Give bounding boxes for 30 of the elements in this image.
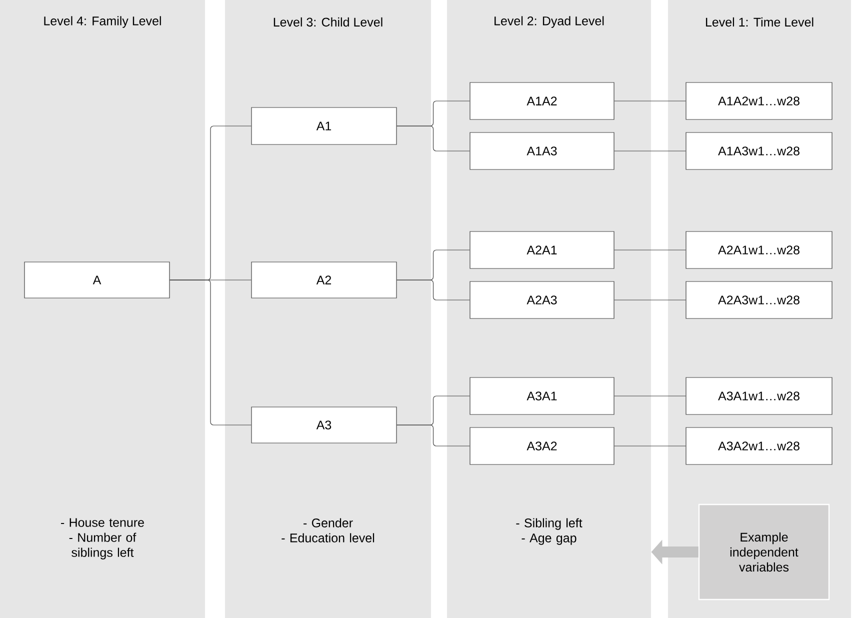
connector-line [614, 100, 686, 102]
unit-box: A2A3w1…w28 [686, 281, 832, 319]
unit-box: A3A1 [470, 377, 614, 415]
column-heading: Level 2: Dyad Level [494, 16, 604, 28]
unit-box: A1A2w1…w28 [686, 82, 832, 120]
unit-box: A [24, 262, 170, 298]
unit-box: A1A3 [470, 132, 614, 170]
note-box: Example independent variables [698, 504, 830, 600]
connector-line [614, 150, 686, 152]
unit-box: A2A3 [470, 281, 614, 319]
column-heading: Level 3: Child Level [274, 17, 382, 27]
variable-list: - House tenure - Number of siblings left [61, 518, 144, 560]
variable-list: - Sibling left - Age gap [516, 518, 582, 545]
unit-box: A2 [251, 262, 397, 298]
unit-box: A3A2w1…w28 [686, 427, 832, 465]
unit-box: A2A1 [470, 231, 614, 269]
variable-list: - Gender - Education level [282, 518, 374, 542]
unit-box: A1 [251, 107, 397, 145]
connector-line [170, 280, 252, 426]
unit-box: A2A1w1…w28 [686, 231, 832, 269]
unit-box: A1A2 [470, 82, 614, 120]
column-heading: Level 4: Family Level [44, 16, 161, 28]
column-heading: Level 1: Time Level [706, 17, 814, 27]
unit-box: A3A2 [470, 427, 614, 465]
connector-line [396, 126, 470, 152]
unit-box: A3A1w1…w28 [686, 377, 832, 415]
unit-box: A3 [251, 406, 397, 444]
connector-line [396, 424, 470, 446]
unit-box: A1A3w1…w28 [686, 132, 832, 170]
connector-line [396, 280, 470, 300]
